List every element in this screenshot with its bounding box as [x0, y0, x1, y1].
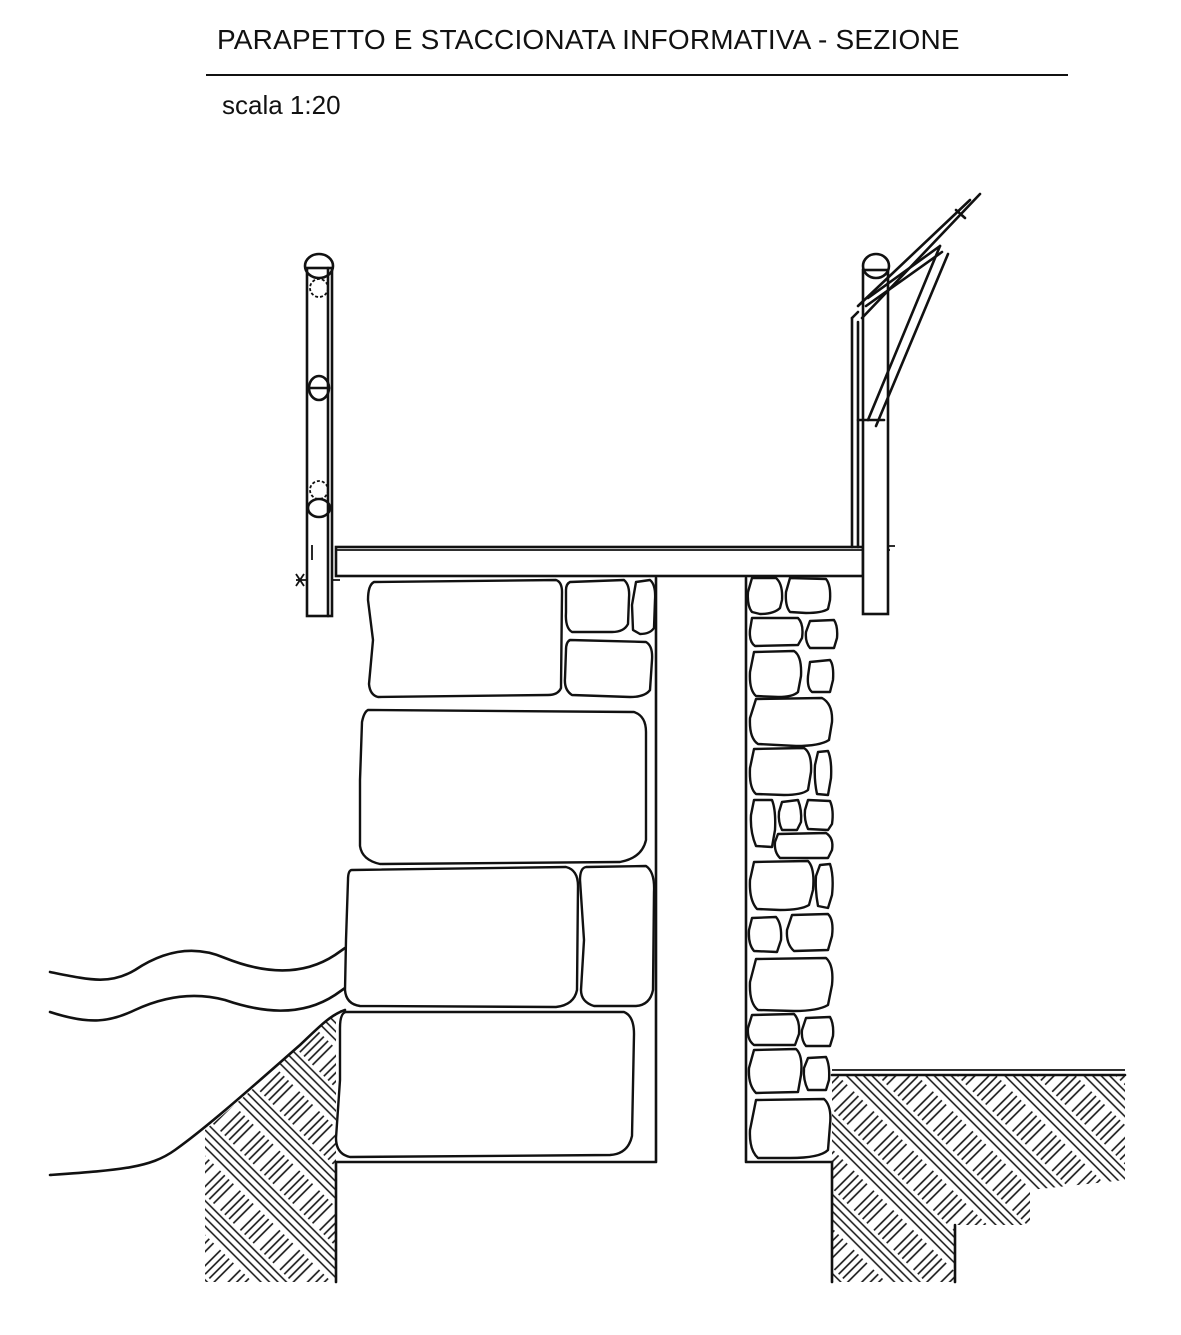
- drawing-scale: scala 1:20: [222, 90, 341, 120]
- stone-wall-small: [746, 576, 839, 1160]
- terrain-lines: [48, 946, 347, 1022]
- stone-wall-large: [334, 578, 657, 1159]
- parapet-post-left: [303, 252, 335, 618]
- info-sign-board: [856, 192, 982, 428]
- soil-right: [830, 1069, 1127, 1284]
- soil-left: [48, 1008, 347, 1282]
- fence-post-right: [850, 252, 891, 616]
- foundation: [334, 576, 957, 1284]
- title-underline: [206, 74, 1068, 76]
- drawing-title: PARAPETTO E STACCIONATA INFORMATIVA - SE…: [217, 24, 960, 55]
